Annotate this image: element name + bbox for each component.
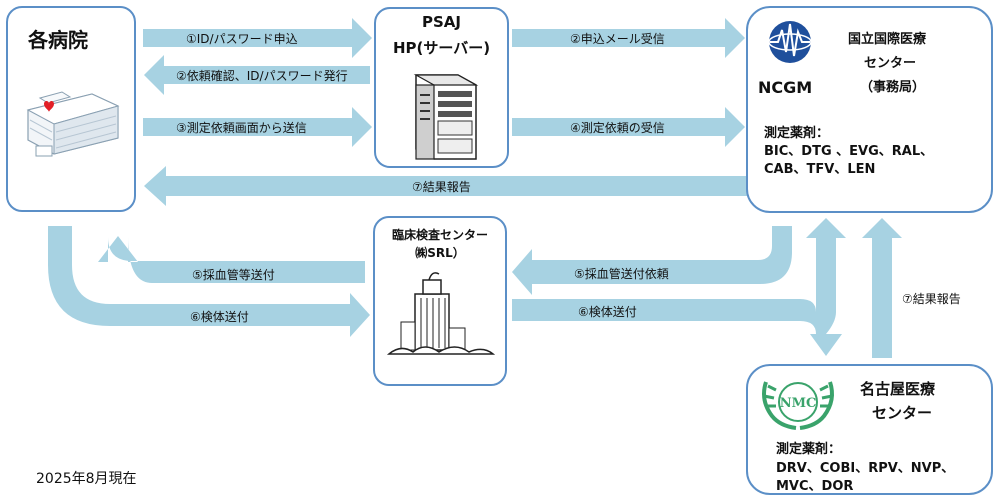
nmc-drug-heading: 測定薬剤： bbox=[776, 442, 842, 457]
hospital-building-icon bbox=[26, 91, 120, 157]
arrow-result-report bbox=[144, 166, 748, 206]
ncgm-name-line3: （事務局） bbox=[860, 80, 926, 95]
srl-name-line1: 臨床検査センター bbox=[391, 228, 488, 242]
label-specimen-send-right: ⑥検体送付 bbox=[578, 305, 637, 319]
ncgm-name-line2: センター bbox=[864, 56, 917, 71]
label-result-report-nmc: ⑦結果報告 bbox=[902, 292, 961, 306]
arrow-tube-shipment bbox=[98, 236, 365, 283]
srl-box: 臨床検査センター ㈱SRL） bbox=[373, 216, 507, 386]
nmc-logo-text: NMC bbox=[780, 396, 817, 411]
arrow-specimen-send-left bbox=[48, 226, 370, 337]
label-tube-shipment: ⑤採血管等送付 bbox=[192, 268, 275, 282]
server-icon bbox=[413, 74, 479, 160]
psaj-subtitle: HP(サーバー) bbox=[392, 39, 491, 57]
as-of-date: 2025年8月現在 bbox=[36, 471, 137, 487]
arrow-result-report-nmc bbox=[862, 218, 902, 358]
ncgm-drug-heading: 測定薬剤： bbox=[764, 126, 830, 141]
label-id-password-issue: ②依頼確認、ID/パスワード発行 bbox=[176, 69, 348, 83]
ncgm-box: NCGM 国立国際医療 センター （事務局） 測定薬剤： BIC、DTG 、EV… bbox=[746, 6, 993, 213]
arrow-tube-request bbox=[512, 226, 792, 295]
label-result-report: ⑦結果報告 bbox=[412, 180, 471, 194]
nmc-drug-list-line2: MVC、DOR bbox=[776, 479, 854, 494]
label-request-receive: ④測定依頼の受信 bbox=[570, 121, 665, 135]
arrow-id-password-issue bbox=[144, 55, 370, 95]
arrow-request-receive bbox=[512, 107, 745, 147]
label-tube-request: ⑤採血管送付依頼 bbox=[574, 267, 669, 281]
srl-building-icon bbox=[386, 272, 497, 355]
nmc-box: NMC 名古屋医療 センター 測定薬剤： DRV、COBI、RPV、NVP、 M… bbox=[746, 364, 993, 495]
label-id-password-request: ①ID/パスワード申込 bbox=[186, 32, 298, 46]
arrow-id-password-request bbox=[143, 18, 372, 58]
arrow-specimen-send-right bbox=[512, 218, 846, 356]
srl-name-line2: ㈱SRL） bbox=[415, 246, 465, 260]
nmc-name-line2: センター bbox=[872, 404, 933, 422]
hospitals-title: 各病院 bbox=[28, 28, 88, 52]
label-measurement-send: ③測定依頼画面から送信 bbox=[176, 121, 307, 135]
nmc-logo-icon: NMC bbox=[762, 381, 834, 430]
ncgm-drug-list-line1: BIC、DTG 、EVG、RAL、 bbox=[764, 144, 934, 159]
ncgm-drug-list-line2: CAB、TFV、LEN bbox=[764, 162, 876, 177]
arrow-measurement-send bbox=[143, 107, 372, 147]
psaj-server-box: PSAJ HP(サーバー) bbox=[374, 7, 509, 168]
nmc-drug-list-line1: DRV、COBI、RPV、NVP、 bbox=[776, 461, 955, 476]
label-mail-receive: ②申込メール受信 bbox=[570, 32, 665, 46]
nmc-name-line1: 名古屋医療 bbox=[860, 380, 936, 398]
label-specimen-send-left: ⑥検体送付 bbox=[190, 310, 249, 324]
hospitals-box: 各病院 bbox=[6, 6, 136, 212]
ncgm-name-line1: 国立国際医療 bbox=[848, 32, 927, 47]
arrow-mail-receive bbox=[512, 18, 745, 58]
ncgm-logo-icon bbox=[768, 21, 812, 63]
ncgm-logo-text: NCGM bbox=[758, 78, 813, 97]
psaj-name: PSAJ bbox=[422, 13, 461, 31]
